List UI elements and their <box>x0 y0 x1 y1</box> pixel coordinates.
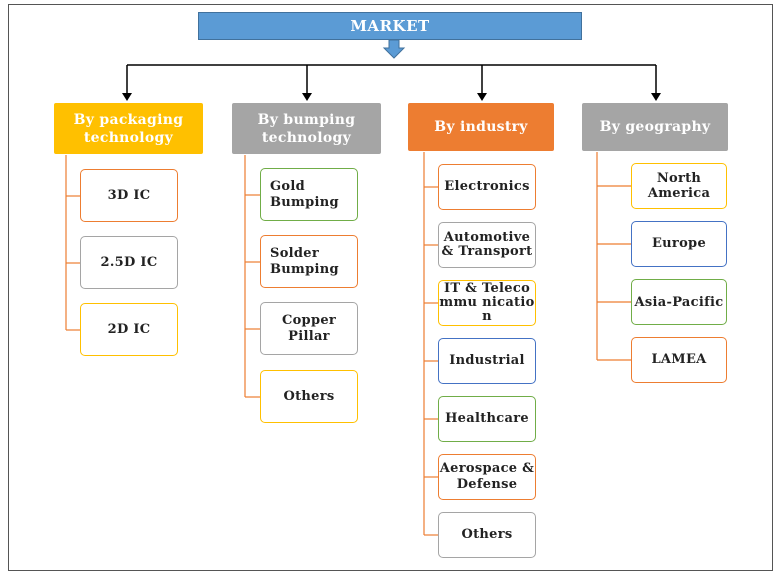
item-automotive-transport: Automotive & Transport <box>438 222 536 268</box>
item-2d-ic: 2D IC <box>80 303 178 356</box>
market-root-box: MARKET <box>198 12 582 40</box>
market-down-arrow <box>382 39 406 59</box>
diagram-frame <box>8 4 773 571</box>
item-solder-bumping: Solder Bumping <box>260 235 358 288</box>
arrowhead-bumping <box>302 93 312 101</box>
item-industry-others: Others <box>438 512 536 558</box>
item-europe: Europe <box>631 221 727 267</box>
arrowhead-geography <box>651 93 661 101</box>
arrowhead-packaging <box>122 93 132 101</box>
arrowhead-industry <box>477 93 487 101</box>
item-electronics: Electronics <box>438 164 536 210</box>
geography-branch-lines <box>596 152 631 361</box>
item-gold-bumping: Gold Bumping <box>260 168 358 221</box>
item-bumping-others: Others <box>260 370 358 423</box>
item-asia-pacific: Asia-Pacific <box>631 279 727 325</box>
industry-branch-lines <box>423 152 438 536</box>
category-header-packaging: By packaging technology <box>54 103 203 154</box>
category-header-industry: By industry <box>408 103 554 151</box>
packaging-branch-lines <box>65 155 80 331</box>
item-healthcare: Healthcare <box>438 396 536 442</box>
bumping-branch-lines <box>244 155 260 398</box>
item-lamea: LAMEA <box>631 337 727 383</box>
item-industrial: Industrial <box>438 338 536 384</box>
item-copper-pillar: Copper Pillar <box>260 302 358 355</box>
category-header-geography: By geography <box>582 103 728 151</box>
category-header-bumping: By bumping technology <box>232 103 381 154</box>
item-aerospace-defense: Aerospace & Defense <box>438 454 536 500</box>
item-north-america: North America <box>631 163 727 209</box>
item-2-5d-ic: 2.5D IC <box>80 236 178 289</box>
item-3d-ic: 3D IC <box>80 169 178 222</box>
item-it-telecommunication: IT & Telecommu nication <box>438 280 536 326</box>
